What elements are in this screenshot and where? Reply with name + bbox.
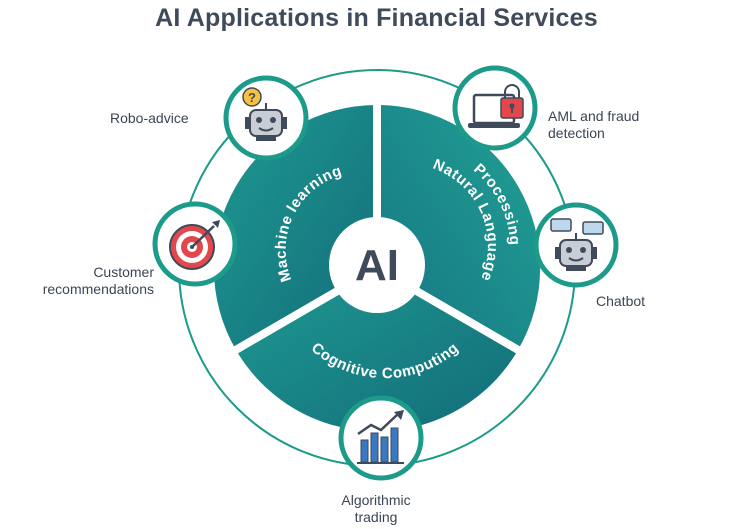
- target-dart-icon: [169, 220, 220, 270]
- customer-text-line1: Customer: [93, 264, 154, 280]
- bar-chart-growth-icon: [357, 410, 404, 464]
- robot-chat-icon: [550, 218, 604, 271]
- center-circle: [329, 217, 425, 313]
- label-robo-advice: Robo-advice: [110, 110, 189, 127]
- robo-advice-node: ?: [223, 75, 309, 161]
- label-aml: AML and fraud detection: [548, 108, 639, 142]
- robot-question-icon: ?: [242, 87, 287, 141]
- page-title: AI Applications in Financial Services: [155, 4, 598, 32]
- svg-text:?: ?: [248, 90, 256, 105]
- chatbot-node: [533, 202, 619, 288]
- aml-text-line2: detection: [548, 125, 605, 141]
- chatbot-text: Chatbot: [596, 293, 646, 309]
- aml-node: [452, 65, 538, 151]
- label-chatbot: Chatbot: [596, 293, 645, 310]
- laptop-lock-icon: [468, 84, 524, 128]
- algo-text-line2: trading: [354, 509, 398, 525]
- aml-text-line1: AML and fraud: [548, 108, 640, 124]
- customer-text-line2: recommendations: [42, 281, 154, 297]
- label-customer-recommendations: Customer recommendations: [8, 264, 154, 298]
- label-algorithmic-trading: Algorithmic trading: [310, 492, 442, 526]
- customer-node: [152, 201, 238, 287]
- algo-node: [338, 395, 424, 481]
- segment-cognitive-computing: [236, 268, 518, 432]
- center-ai-label: AI: [355, 241, 399, 290]
- algo-text-line1: Algorithmic: [341, 492, 411, 508]
- robo-advice-text: Robo-advice: [110, 110, 189, 126]
